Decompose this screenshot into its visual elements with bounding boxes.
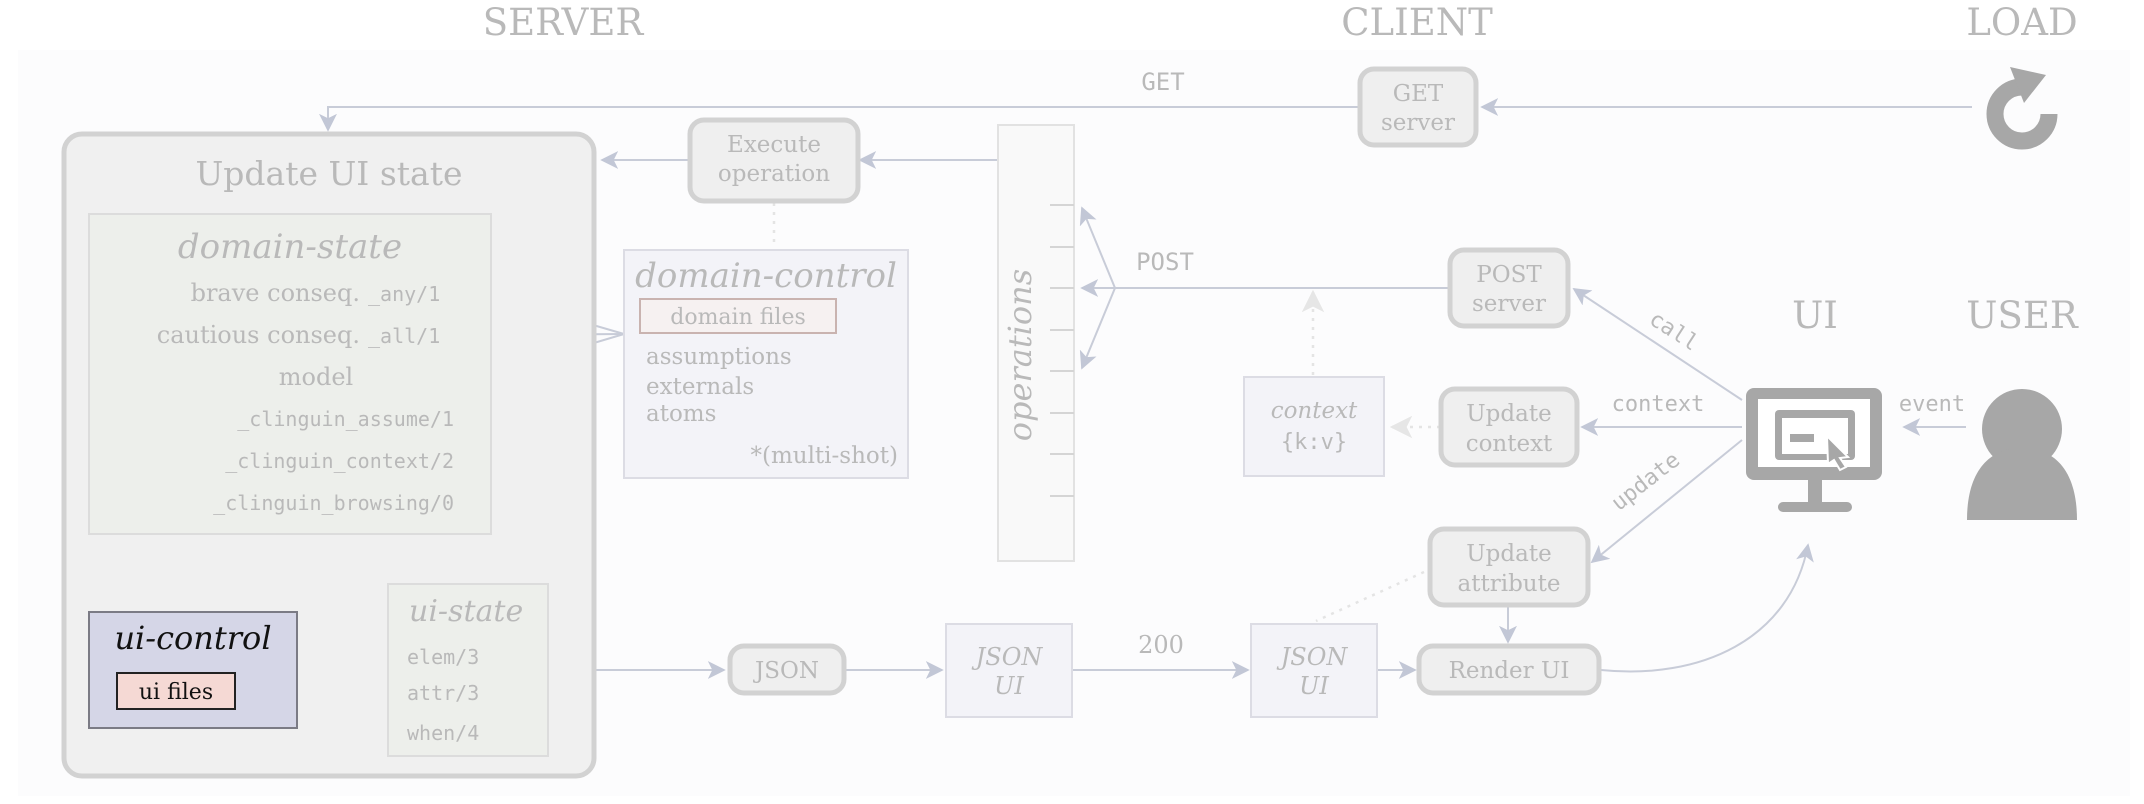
get-server-label: GET <box>1393 81 1444 107</box>
user-icon <box>1967 389 2077 520</box>
domain-state-row-label: brave conseq. <box>191 279 360 307</box>
ui-state-atom: attr/3 <box>407 681 479 705</box>
edge-label-post: POST <box>1136 248 1194 276</box>
json-ui-label: JSON <box>1276 643 1349 671</box>
ui-state-title: ui-state <box>409 594 523 629</box>
edge-label-context: context <box>1612 392 1705 417</box>
context-box-label: context <box>1271 398 1358 424</box>
execute-operation-node: Execute operation <box>687 117 861 204</box>
domain-control-item: atoms <box>646 401 716 427</box>
domain-state-title: domain-state <box>178 227 402 267</box>
json-ui-label: UI <box>1299 672 1329 700</box>
monitor-icon <box>1746 388 1882 512</box>
json-label: JSON <box>753 658 819 684</box>
operations-label: operations <box>1001 269 1039 441</box>
edge-get-to-server <box>319 106 1360 132</box>
update-attribute-node: Update attribute <box>1427 526 1591 608</box>
context-box-value: {k:v} <box>1281 430 1347 455</box>
post-server-label: server <box>1472 291 1546 317</box>
load-column-heading: LOAD <box>1966 1 2077 44</box>
ui-column-heading: UI <box>1792 294 1838 337</box>
execute-operation-label: Execute <box>727 132 821 158</box>
edge-post-fan-up <box>1079 206 1116 289</box>
edge-label-event: event <box>1899 392 1965 417</box>
client-column-heading: CLIENT <box>1341 1 1493 44</box>
update-context-label: Update <box>1466 401 1551 427</box>
json-ui-box: JSON UI <box>1250 623 1378 718</box>
domain-control-item: externals <box>646 374 754 400</box>
update-attribute-label: Update <box>1466 541 1551 567</box>
render-ui-label: Render UI <box>1449 658 1570 684</box>
domain-files-label: domain files <box>670 305 806 330</box>
ui-files-label: ui files <box>139 680 213 705</box>
server-column-heading: SERVER <box>483 1 645 44</box>
ui-files-box <box>116 672 236 710</box>
ui-control-title: ui-control <box>114 619 271 657</box>
edge-update-attribute-to-json-ui <box>1315 570 1425 623</box>
operations-stack: operations <box>997 124 1075 562</box>
ui-state-box: ui-state elem/3 attr/3 when/4 <box>387 583 549 757</box>
json-node: JSON <box>727 643 847 696</box>
json-ui-label: UI <box>994 672 1024 700</box>
domain-state-atom: _clinguin_context/2 <box>225 449 454 473</box>
domain-state-atom: _clinguin_assume/1 <box>237 407 454 431</box>
context-box: context {k:v} <box>1243 376 1385 477</box>
ui-control-box: ui-control ui files <box>88 611 298 729</box>
json-ui-label: JSON <box>971 643 1044 671</box>
post-server-label: POST <box>1476 262 1542 288</box>
edge-post-fan-down <box>1079 287 1116 370</box>
domain-state-row-atom: _all/1 <box>368 324 440 348</box>
render-ui-node: Render UI <box>1416 643 1602 696</box>
ui-state-atom: elem/3 <box>407 645 479 669</box>
multi-shot-note: *(multi-shot) <box>750 443 898 469</box>
edge-label-200: 200 <box>1138 631 1184 659</box>
domain-control-item: assumptions <box>646 344 792 370</box>
update-attribute-label: attribute <box>1458 571 1561 597</box>
domain-state-row-label: model <box>279 363 353 391</box>
domain-files-box <box>639 298 837 334</box>
domain-state-box: domain-state brave conseq. _any/1 cautio… <box>88 213 492 535</box>
domain-state-row-atom: _any/1 <box>368 282 440 306</box>
domain-state-atom: _clinguin_browsing/0 <box>213 491 454 515</box>
get-server-node: GET server <box>1357 66 1479 148</box>
execute-operation-label: operation <box>718 161 830 187</box>
update-context-node: Update context <box>1438 386 1580 468</box>
domain-state-row-label: cautious conseq. <box>157 321 360 349</box>
update-ui-state-title: Update UI state <box>195 154 462 193</box>
ui-state-atom: when/4 <box>407 721 479 745</box>
edge-render-to-ui <box>1600 543 1814 673</box>
edge-ui-to-update-attribute <box>1590 439 1743 564</box>
edge-label-get: GET <box>1141 68 1184 96</box>
domain-control-box: domain-control domain files assumptions … <box>623 249 909 479</box>
json-ui-box: JSON UI <box>945 623 1073 718</box>
update-context-label: context <box>1466 431 1553 457</box>
user-column-heading: USER <box>1966 294 2079 337</box>
reload-icon <box>1986 67 2058 150</box>
get-server-label: server <box>1381 110 1455 136</box>
domain-control-title: domain-control <box>635 256 897 296</box>
post-server-node: POST server <box>1447 247 1571 329</box>
edge-ui-to-post <box>1572 288 1743 401</box>
